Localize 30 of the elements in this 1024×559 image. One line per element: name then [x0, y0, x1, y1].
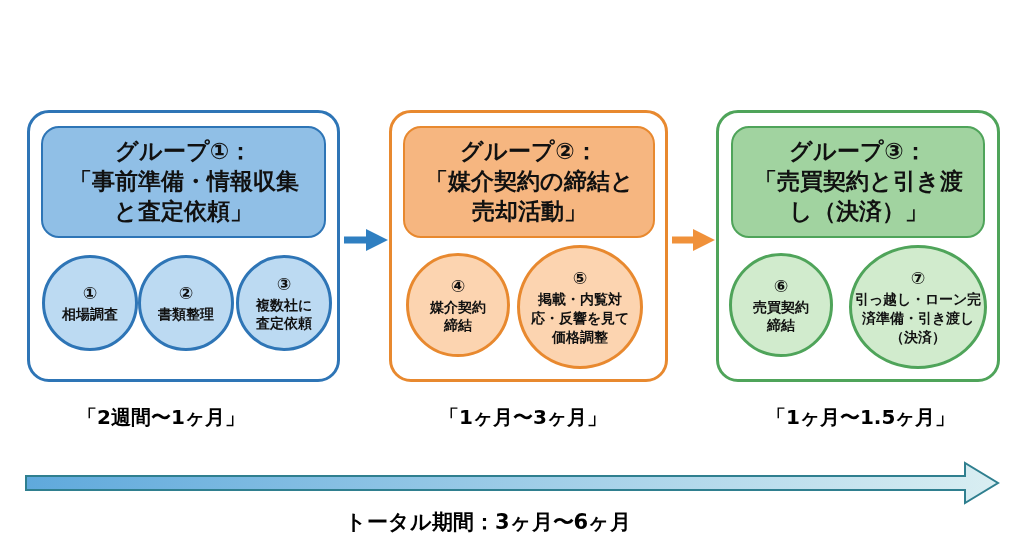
duration-label: 「2週間〜1ヶ月」	[77, 404, 245, 431]
group-subtitle: 「事前準備・情報収集と査定依頼」	[67, 167, 300, 226]
step-label: 複数社に査定依頼	[255, 295, 313, 334]
step-number: ②	[178, 282, 194, 305]
step-number: ①	[82, 282, 98, 305]
group-subtitle: 「媒介契約の締結と売却活動」	[423, 167, 635, 226]
duration-label: 「1ヶ月〜3ヶ月」	[439, 404, 607, 431]
step-label: 媒介契約締結	[429, 297, 487, 336]
step-number: ③	[276, 272, 292, 296]
group-heading-box	[41, 126, 326, 238]
step-number: ⑦	[910, 267, 926, 291]
group-subtitle: 「売買契約と引き渡し（決済）」	[752, 167, 964, 226]
step-label: 相場調査	[62, 305, 118, 324]
group-heading-box	[403, 126, 655, 238]
group-panel	[27, 110, 340, 382]
group-title: グループ②：	[460, 137, 598, 167]
step-label: 書類整理	[158, 305, 214, 324]
step-label: 引っ越し・ローン完済準備・引き渡し（決済）	[854, 290, 982, 347]
step-number: ⑥	[773, 274, 789, 298]
group-panel	[389, 110, 668, 382]
group-title: グループ①：	[114, 137, 253, 167]
duration-label: 「1ヶ月〜1.5ヶ月」	[766, 404, 956, 431]
step-number: ④	[450, 274, 466, 298]
total-duration-label: トータル期間：3ヶ月〜6ヶ月	[345, 509, 632, 536]
step-number: ⑤	[572, 267, 588, 291]
step-label: 掲載・内覧対応・反響を見て価格調整	[530, 290, 630, 347]
group-title: グループ③：	[789, 137, 927, 167]
step-label: 売買契約締結	[752, 297, 810, 336]
group-heading-box	[731, 126, 985, 238]
group-panel	[716, 110, 1000, 382]
